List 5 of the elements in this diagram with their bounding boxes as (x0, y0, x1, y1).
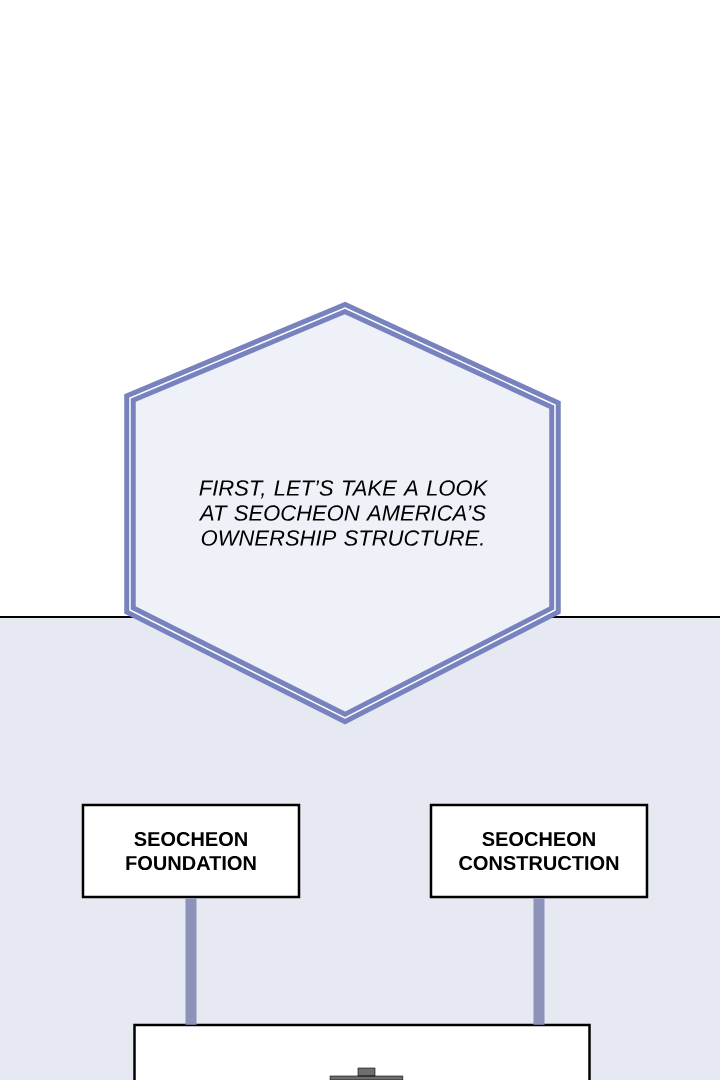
entity-box: SEOCHEON CONSTRUCTION (429, 803, 649, 899)
entity-box: SEOCHEON FOUNDATION (81, 803, 301, 899)
entity-box (133, 1023, 591, 1080)
connector-line (185, 898, 197, 1025)
connector-line (533, 898, 545, 1025)
